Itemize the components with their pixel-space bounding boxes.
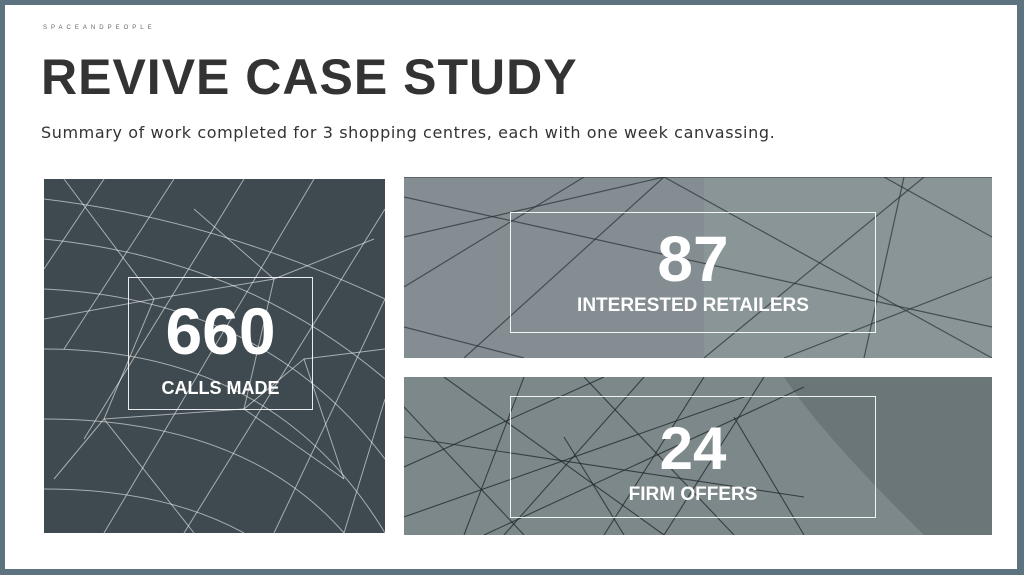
stat-label: INTERESTED RETAILERS [577,295,809,316]
mesh-pattern [404,177,992,358]
stat-value: 24 [659,415,727,482]
stat-label: FIRM OFFERS [628,484,758,505]
stat-tile-calls: 660 CALLS MADE [44,179,385,533]
stat-tile-offers: 24 FIRM OFFERS [404,377,992,535]
mesh-pattern [44,179,385,533]
stat-frame: 24 FIRM OFFERS [510,396,876,518]
stat-frame: 87 INTERESTED RETAILERS [510,212,876,333]
stat-value: 660 [165,294,276,368]
stat-tile-interested: 87 INTERESTED RETAILERS [404,177,992,358]
page-title: REVIVE CASE STUDY [41,49,578,105]
page-subtitle: Summary of work completed for 3 shopping… [41,123,776,142]
stat-value: 87 [657,223,729,295]
stat-label: CALLS MADE [161,378,280,398]
slide: SPACEANDPEOPLE REVIVE CASE STUDY Summary… [5,5,1017,569]
brand-name: SPACEANDPEOPLE [43,25,156,31]
stat-frame: 660 CALLS MADE [128,277,313,410]
mesh-pattern [404,377,992,535]
